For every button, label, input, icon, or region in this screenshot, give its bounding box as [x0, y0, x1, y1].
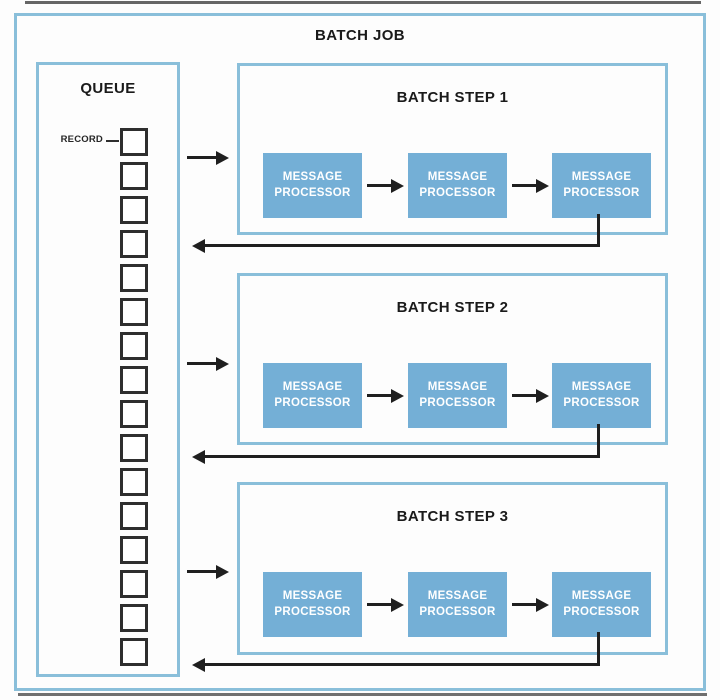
batch-job-title: BATCH JOB — [315, 27, 405, 44]
batch-step-3-title: BATCH STEP 3 — [396, 508, 509, 525]
queue-title: QUEUE — [80, 80, 136, 97]
record-square — [120, 468, 148, 496]
batch-step-1-title: BATCH STEP 1 — [396, 89, 509, 106]
message-processor-box: MESSAGE PROCESSOR — [263, 572, 362, 637]
record-square — [120, 604, 148, 632]
message-processor-box: MESSAGE PROCESSOR — [263, 363, 362, 428]
message-processor-label: MESSAGE PROCESSOR — [563, 380, 640, 409]
queue-to-step2-arrow-icon — [187, 356, 229, 371]
record-square — [120, 366, 148, 394]
record-square — [120, 502, 148, 530]
record-square — [120, 264, 148, 292]
message-processor-label: MESSAGE PROCESSOR — [419, 589, 496, 618]
processor-flow-arrow-icon — [367, 597, 404, 612]
processor-flow-arrow-icon — [512, 388, 549, 403]
step1-return-line — [597, 214, 600, 247]
step2-return-line — [597, 424, 600, 458]
queue-to-step3-arrow-icon — [187, 564, 229, 579]
step1-return-arrow-icon — [192, 238, 600, 253]
step2-return-arrow-icon — [192, 449, 600, 464]
bottom-edge-line — [18, 693, 707, 696]
message-processor-box: MESSAGE PROCESSOR — [263, 153, 362, 218]
record-square — [120, 570, 148, 598]
record-square — [120, 298, 148, 326]
processor-flow-arrow-icon — [367, 388, 404, 403]
message-processor-label: MESSAGE PROCESSOR — [274, 170, 351, 199]
record-square — [120, 400, 148, 428]
batch-job-container — [14, 13, 706, 691]
message-processor-box: MESSAGE PROCESSOR — [408, 363, 507, 428]
processor-flow-arrow-icon — [367, 178, 404, 193]
batch-step-2-panel: BATCH STEP 2 MESSAGE PROCESSOR MESSAGE P… — [237, 273, 668, 445]
batch-step-3-panel: BATCH STEP 3 MESSAGE PROCESSOR MESSAGE P… — [237, 482, 668, 655]
message-processor-label: MESSAGE PROCESSOR — [274, 589, 351, 618]
message-processor-box: MESSAGE PROCESSOR — [408, 153, 507, 218]
message-processor-label: MESSAGE PROCESSOR — [563, 589, 640, 618]
record-square — [120, 638, 148, 666]
record-square — [120, 128, 148, 156]
record-label: RECORD — [60, 134, 103, 145]
batch-step-1-panel: BATCH STEP 1 MESSAGE PROCESSOR MESSAGE P… — [237, 63, 668, 235]
message-processor-box: MESSAGE PROCESSOR — [552, 153, 651, 218]
message-processor-box: MESSAGE PROCESSOR — [408, 572, 507, 637]
queue-records — [120, 128, 148, 666]
step3-return-line — [597, 632, 600, 666]
processor-flow-arrow-icon — [512, 597, 549, 612]
message-processor-box: MESSAGE PROCESSOR — [552, 363, 651, 428]
queue-panel: QUEUE — [36, 62, 180, 677]
record-square — [120, 230, 148, 258]
message-processor-label: MESSAGE PROCESSOR — [419, 380, 496, 409]
record-connector-line — [106, 140, 119, 142]
record-square — [120, 536, 148, 564]
record-square — [120, 162, 148, 190]
message-processor-label: MESSAGE PROCESSOR — [419, 170, 496, 199]
queue-to-step1-arrow-icon — [187, 150, 229, 165]
record-square — [120, 332, 148, 360]
top-edge-line — [25, 1, 701, 4]
record-square — [120, 196, 148, 224]
message-processor-label: MESSAGE PROCESSOR — [274, 380, 351, 409]
message-processor-label: MESSAGE PROCESSOR — [563, 170, 640, 199]
step3-return-arrow-icon — [192, 657, 600, 672]
message-processor-box: MESSAGE PROCESSOR — [552, 572, 651, 637]
batch-step-2-title: BATCH STEP 2 — [396, 299, 509, 316]
record-square — [120, 434, 148, 462]
processor-flow-arrow-icon — [512, 178, 549, 193]
